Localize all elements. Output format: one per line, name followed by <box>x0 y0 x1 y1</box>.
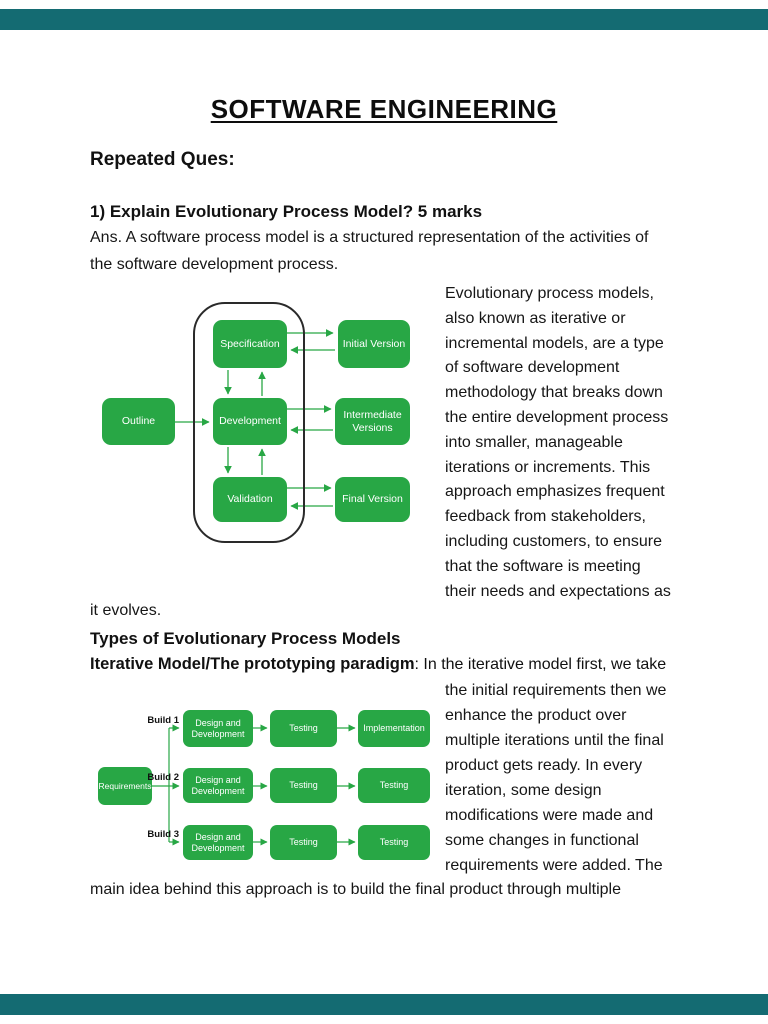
text-line: modifications were made and <box>445 807 654 824</box>
text-line: the initial requirements then we <box>445 682 667 699</box>
text-line: incremental models, are a type <box>445 334 664 352</box>
node-intermediate-versions: Intermediate Versions <box>335 398 410 445</box>
iterative-heading: Iterative Model/The prototyping paradigm… <box>90 655 666 674</box>
node-testing: Testing <box>270 825 337 860</box>
evolutionary-model-diagram: Outline Specification Development Valida… <box>95 292 445 592</box>
text-line: approach emphasizes frequent <box>445 483 665 501</box>
node-outline: Outline <box>102 398 175 445</box>
text-line: some changes in functional <box>445 832 639 849</box>
text-line: product gets ready. In every <box>445 757 643 774</box>
node-final-version: Final Version <box>335 477 410 522</box>
text-line: their needs and expectations as <box>445 582 671 600</box>
viewer-top-bar <box>0 9 768 30</box>
text-line: multiple iterations until the final <box>445 732 664 749</box>
node-testing: Testing <box>270 710 337 747</box>
node-testing: Testing <box>270 768 337 803</box>
text-line: that the software is meeting <box>445 557 641 575</box>
build-1-label: Build 1 <box>147 715 179 726</box>
node-validation: Validation <box>213 477 287 522</box>
text-line: also known as iterative or <box>445 309 626 327</box>
text-line: of software development <box>445 359 620 377</box>
section-heading: Repeated Ques: <box>90 149 235 170</box>
text-line: Evolutionary process models, <box>445 285 654 302</box>
text-line: feedback from stakeholders, <box>445 508 646 526</box>
answer-line: the software development process. <box>90 256 339 273</box>
text-line: the entire development process <box>445 408 669 426</box>
text-line: iterations or increments. This <box>445 458 651 476</box>
diagram-arrows <box>152 724 356 846</box>
node-specification: Specification <box>213 320 287 368</box>
text-line: methodology that breaks down <box>445 384 663 402</box>
process-loop-frame <box>193 302 305 543</box>
text-line: enhance the product over <box>445 707 627 724</box>
question-text: 1) Explain Evolutionary Process Model? 5… <box>90 202 483 221</box>
paragraph-tail: it evolves. <box>90 602 162 619</box>
text-line: requirements were added. The <box>445 857 663 874</box>
paragraph-iterative: the initial requirements then we enhance… <box>445 678 703 878</box>
node-implementation: Implementation <box>358 710 430 747</box>
types-heading: Types of Evolutionary Process Models <box>90 629 401 648</box>
node-design-development: Design and Development <box>183 825 253 860</box>
answer-line: Ans. A software process model is a struc… <box>90 229 649 246</box>
node-design-development: Design and Development <box>183 768 253 803</box>
text-line: into smaller, manageable <box>445 433 623 451</box>
build-3-label: Build 3 <box>147 829 179 840</box>
node-requirements: Requirements <box>98 767 152 805</box>
iterative-heading-rest: : In the iterative model first, we take <box>414 656 667 673</box>
closing-line: main idea behind this approach is to bui… <box>90 881 621 898</box>
text-line: including customers, to ensure <box>445 532 662 550</box>
node-development: Development <box>213 398 287 445</box>
viewer-bottom-bar <box>0 994 768 1015</box>
iterative-model-diagram: Requirements Build 1 Build 2 Build 3 Des… <box>95 700 445 875</box>
page-title: SOFTWARE ENGINEERING <box>210 94 558 124</box>
paragraph-evolutionary: Evolutionary process models, also known … <box>445 282 703 604</box>
node-testing: Testing <box>358 825 430 860</box>
node-design-development: Design and Development <box>183 710 253 747</box>
node-initial-version: Initial Version <box>338 320 410 368</box>
build-2-label: Build 2 <box>147 772 179 783</box>
node-testing: Testing <box>358 768 430 803</box>
text-line: iteration, some design <box>445 782 602 799</box>
iterative-heading-bold: Iterative Model/The prototyping paradigm <box>90 655 415 673</box>
